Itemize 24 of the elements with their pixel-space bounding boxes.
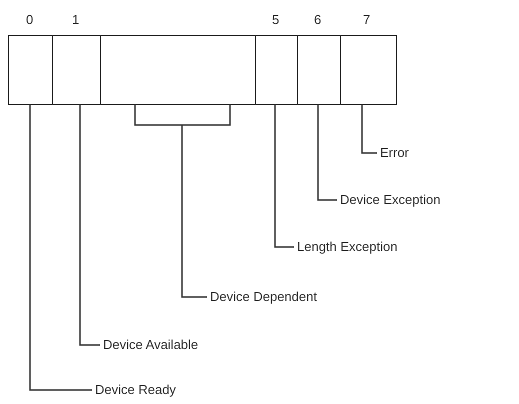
leader-line: [361, 105, 377, 154]
leader-line: [317, 105, 337, 201]
bit-cell: [340, 35, 396, 105]
field-label: Device Available: [103, 337, 198, 353]
field-label: Length Exception: [297, 239, 398, 255]
bit-number: 7: [363, 12, 370, 28]
bit-number: 6: [314, 12, 322, 28]
bit-cell: [255, 35, 298, 105]
bit-number: 1: [72, 12, 80, 28]
bit-number: 0: [26, 12, 34, 28]
bracket: [134, 105, 231, 126]
field-label: Device Dependent: [210, 289, 317, 305]
field-label: Device Ready: [95, 382, 176, 398]
leader-line: [274, 105, 294, 248]
bit-cell: [297, 35, 342, 105]
leader-line: [181, 125, 207, 298]
field-label: Device Exception: [340, 192, 440, 208]
bit-number: 5: [272, 12, 280, 28]
leader-line: [29, 105, 92, 391]
field-label: Error: [380, 145, 409, 161]
bit-cell: [52, 35, 102, 105]
bit-cell: [8, 35, 54, 105]
bit-cell: [100, 35, 256, 105]
leader-line: [79, 105, 100, 346]
